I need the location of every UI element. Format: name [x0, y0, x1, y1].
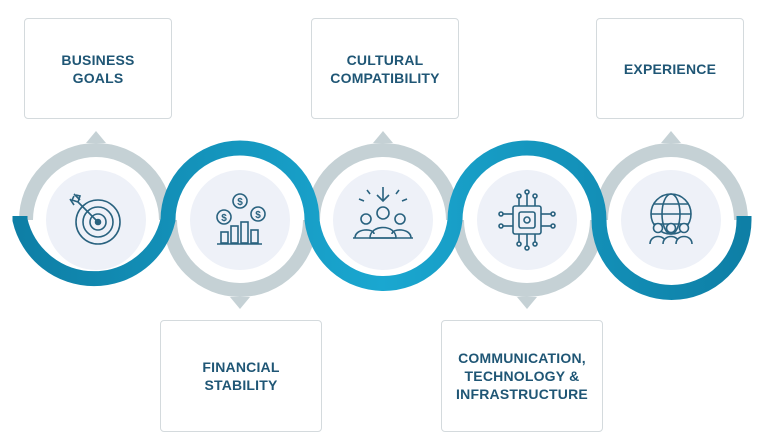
icon-circle-3 — [333, 170, 433, 270]
pointer-2 — [230, 297, 250, 309]
card-label: BUSINESS GOALS — [61, 51, 135, 86]
card-financial-stability: FINANCIAL STABILITY — [160, 320, 322, 432]
icon-circle-2 — [190, 170, 290, 270]
pointer-3 — [373, 131, 393, 143]
globe-people-icon — [649, 193, 693, 245]
card-communication-technology-infrastructure: COMMUNICATION, TECHNOLOGY & INFRASTRUCTU… — [441, 320, 603, 432]
ring-3-gray — [306, 143, 460, 221]
card-experience: EXPERIENCE — [596, 18, 744, 119]
icon-circle-4 — [477, 170, 577, 270]
svg-text:$: $ — [237, 197, 243, 208]
svg-text:$: $ — [221, 213, 227, 224]
pointer-1 — [86, 131, 106, 143]
svg-text:$: $ — [255, 210, 261, 221]
pointer-5 — [661, 131, 681, 143]
team-download-icon — [353, 187, 413, 239]
ring-5-gray — [594, 143, 748, 221]
ring-1-gray — [19, 143, 173, 221]
ring-2-gray — [163, 219, 317, 297]
icon-circle-5 — [621, 170, 721, 270]
teal-wave-path — [12, 140, 752, 300]
card-label: CULTURAL COMPATIBILITY — [330, 51, 440, 86]
cpu-chip-icon — [498, 189, 556, 251]
card-label: EXPERIENCE — [623, 60, 717, 77]
ring-4-gray — [450, 219, 604, 297]
card-label: COMMUNICATION, TECHNOLOGY & INFRASTRUCTU… — [456, 350, 588, 402]
dollar-bar-chart-icon: $ $ $ — [216, 193, 266, 245]
card-business-goals: BUSINESS GOALS — [24, 18, 172, 119]
target-icon — [69, 193, 121, 245]
card-cultural-compatibility: CULTURAL COMPATIBILITY — [311, 18, 459, 119]
pointer-4 — [517, 297, 537, 309]
card-label: FINANCIAL STABILITY — [202, 359, 280, 393]
